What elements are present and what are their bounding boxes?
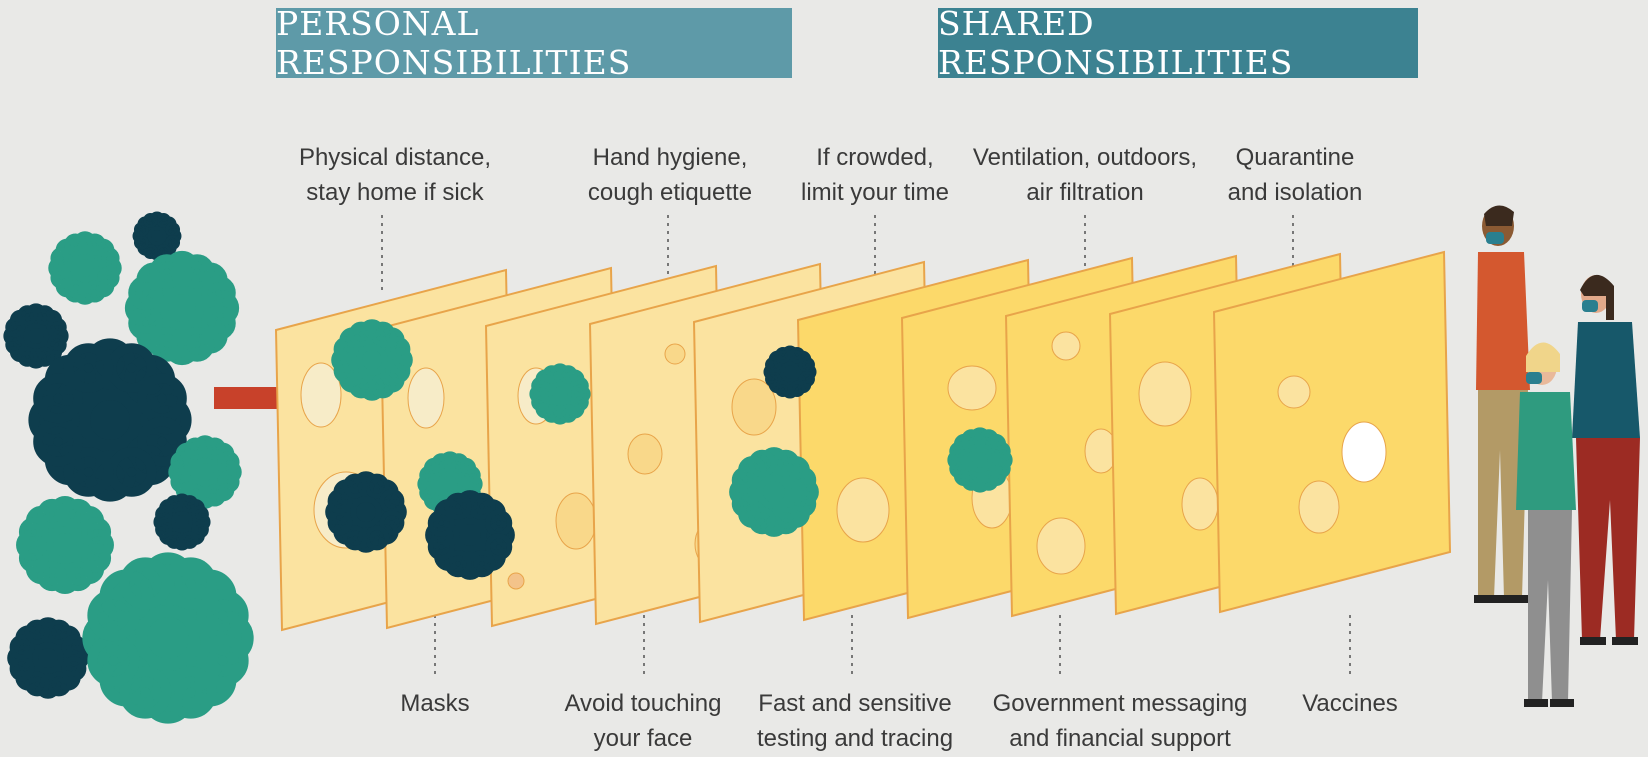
virus-icon [11, 311, 60, 360]
label-avoid-touching-face: Avoid touching your face [564, 690, 722, 752]
virus-icon [335, 481, 397, 543]
label-if-crowded: If crowded, limit your time [800, 144, 950, 206]
person-icon [1474, 205, 1530, 603]
virus-icon [103, 573, 232, 702]
virus-icon [740, 458, 808, 526]
label-hand-hygiene: Hand hygiene, cough etiquette [587, 144, 753, 206]
label-physical-distance: Physical distance, stay home if sick [298, 144, 492, 206]
label-masks: Masks [400, 690, 470, 717]
cheese-slice-8 [1005, 255, 1243, 617]
shared-responsibilities-banner: SHARED RESPONSIBILITIES [938, 4, 1418, 82]
person-icon [1572, 274, 1640, 645]
virus-icon [177, 444, 232, 499]
virus-cluster [11, 218, 232, 703]
label-government-messaging: Government messaging and financial suppo… [992, 690, 1248, 752]
label-ventilation: Ventilation, outdoors, air filtration [972, 144, 1198, 206]
virus-icon [17, 627, 79, 689]
virus-icon [955, 435, 1004, 484]
virus-icon [160, 500, 203, 543]
virus-icon [57, 240, 112, 295]
label-quarantine: Quarantine and isolation [1227, 144, 1363, 206]
virus-icon [770, 352, 810, 392]
virus-icon [341, 329, 403, 391]
virus-icon [436, 501, 504, 569]
virus-icon [537, 371, 583, 417]
label-vaccines: Vaccines [1302, 690, 1398, 717]
person-icon [1516, 342, 1576, 707]
virus-icon [139, 218, 176, 255]
people-group [1474, 205, 1640, 707]
virus-icon [28, 508, 102, 582]
leader-lines [381, 215, 1351, 678]
virus-icon [139, 265, 225, 351]
cheese-slice-10 [1213, 251, 1451, 613]
virus-icon [48, 358, 171, 481]
personal-responsibilities-banner: PERSONAL RESPONSIBILITIES [276, 4, 792, 82]
label-testing-tracing: Fast and sensitive testing and tracing [756, 690, 954, 752]
cheese-slice-6 [797, 259, 1035, 621]
